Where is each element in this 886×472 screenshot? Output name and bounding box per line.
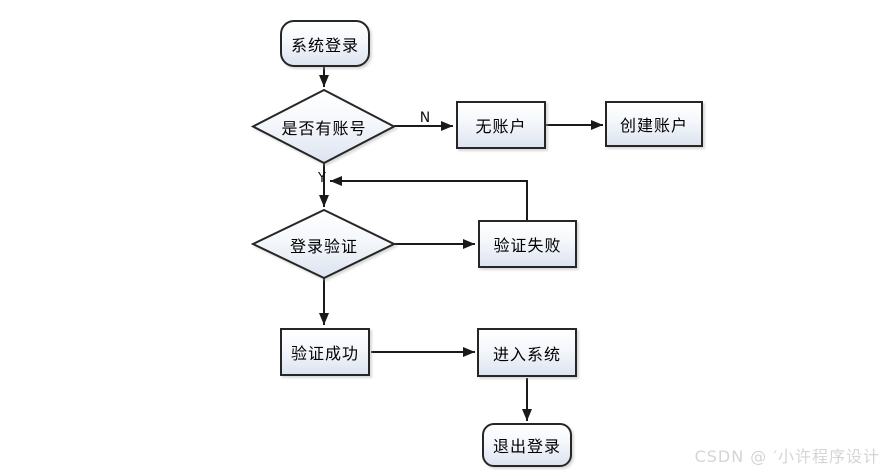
node-no-account: 无账户 [456,101,546,149]
edge-label-y: Y [318,170,326,186]
decision-has-account-shape [250,88,397,165]
node-start: 系统登录 [280,20,370,67]
edge-verify-fail-feedback [330,176,528,220]
node-verify-fail: 验证失败 [478,220,577,268]
node-logout: 退出登录 [482,423,572,467]
edge-label-n: N [419,110,431,126]
node-verify-success: 验证成功 [280,328,370,376]
decision-login-verify-shape [250,208,397,280]
node-create-account: 创建账户 [605,101,703,147]
node-enter-system: 进入系统 [477,328,577,377]
csdn-watermark: CSDN @ ′小许程序设计 [694,447,880,466]
